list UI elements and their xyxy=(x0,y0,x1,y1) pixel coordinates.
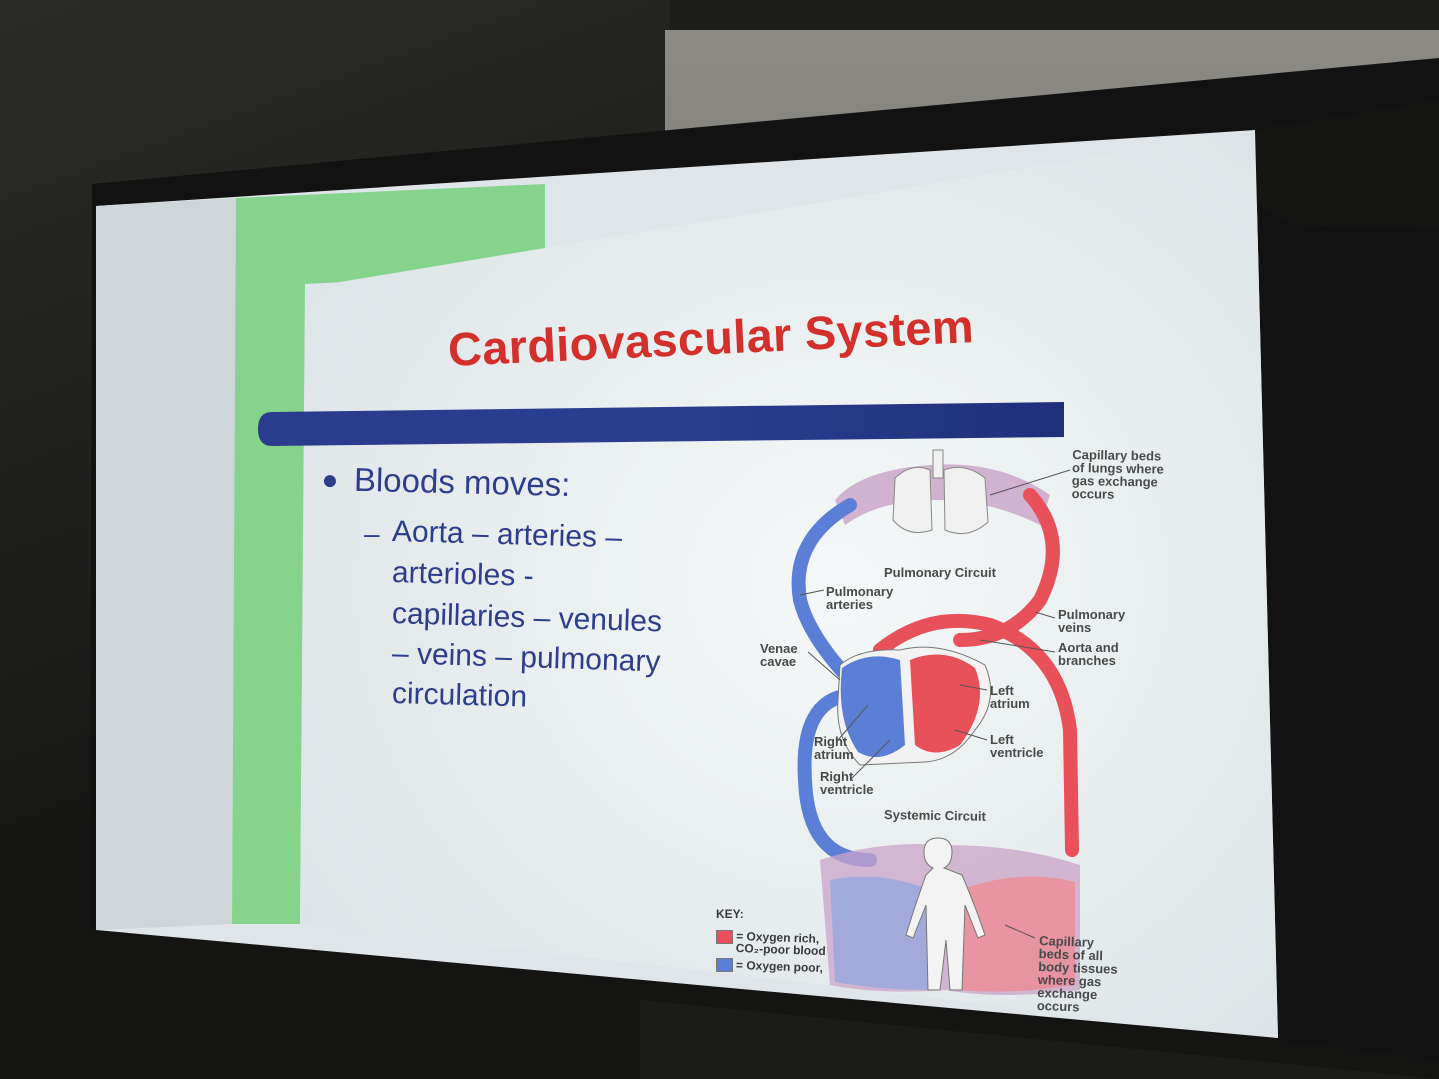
key-swatch-oxygen-rich xyxy=(716,930,733,944)
key-swatch-oxygen-poor xyxy=(716,958,733,972)
sub-bullet-dash: – xyxy=(364,518,380,549)
label-pulmonary-circuit: Pulmonary Circuit xyxy=(884,565,996,580)
label-venae-cavae: Venae cavae xyxy=(760,641,798,669)
label-left-ventricle: Left ventricle xyxy=(990,732,1044,760)
circulation-diagram xyxy=(791,449,1080,995)
label-right-atrium: Right atrium xyxy=(814,734,854,762)
label-pulmonary-veins: Pulmonary veins xyxy=(1058,607,1126,635)
title-underline-bar xyxy=(258,402,1064,446)
label-aorta-branches: Aorta and branches xyxy=(1058,640,1119,668)
label-pulmonary-arteries: Pulmonary arteries xyxy=(826,584,894,612)
label-right-ventricle: Right ventricle xyxy=(820,769,874,797)
white-panel xyxy=(300,130,1278,1038)
key-title: KEY: xyxy=(716,907,744,921)
label-left-atrium: Left atrium xyxy=(990,683,1030,711)
